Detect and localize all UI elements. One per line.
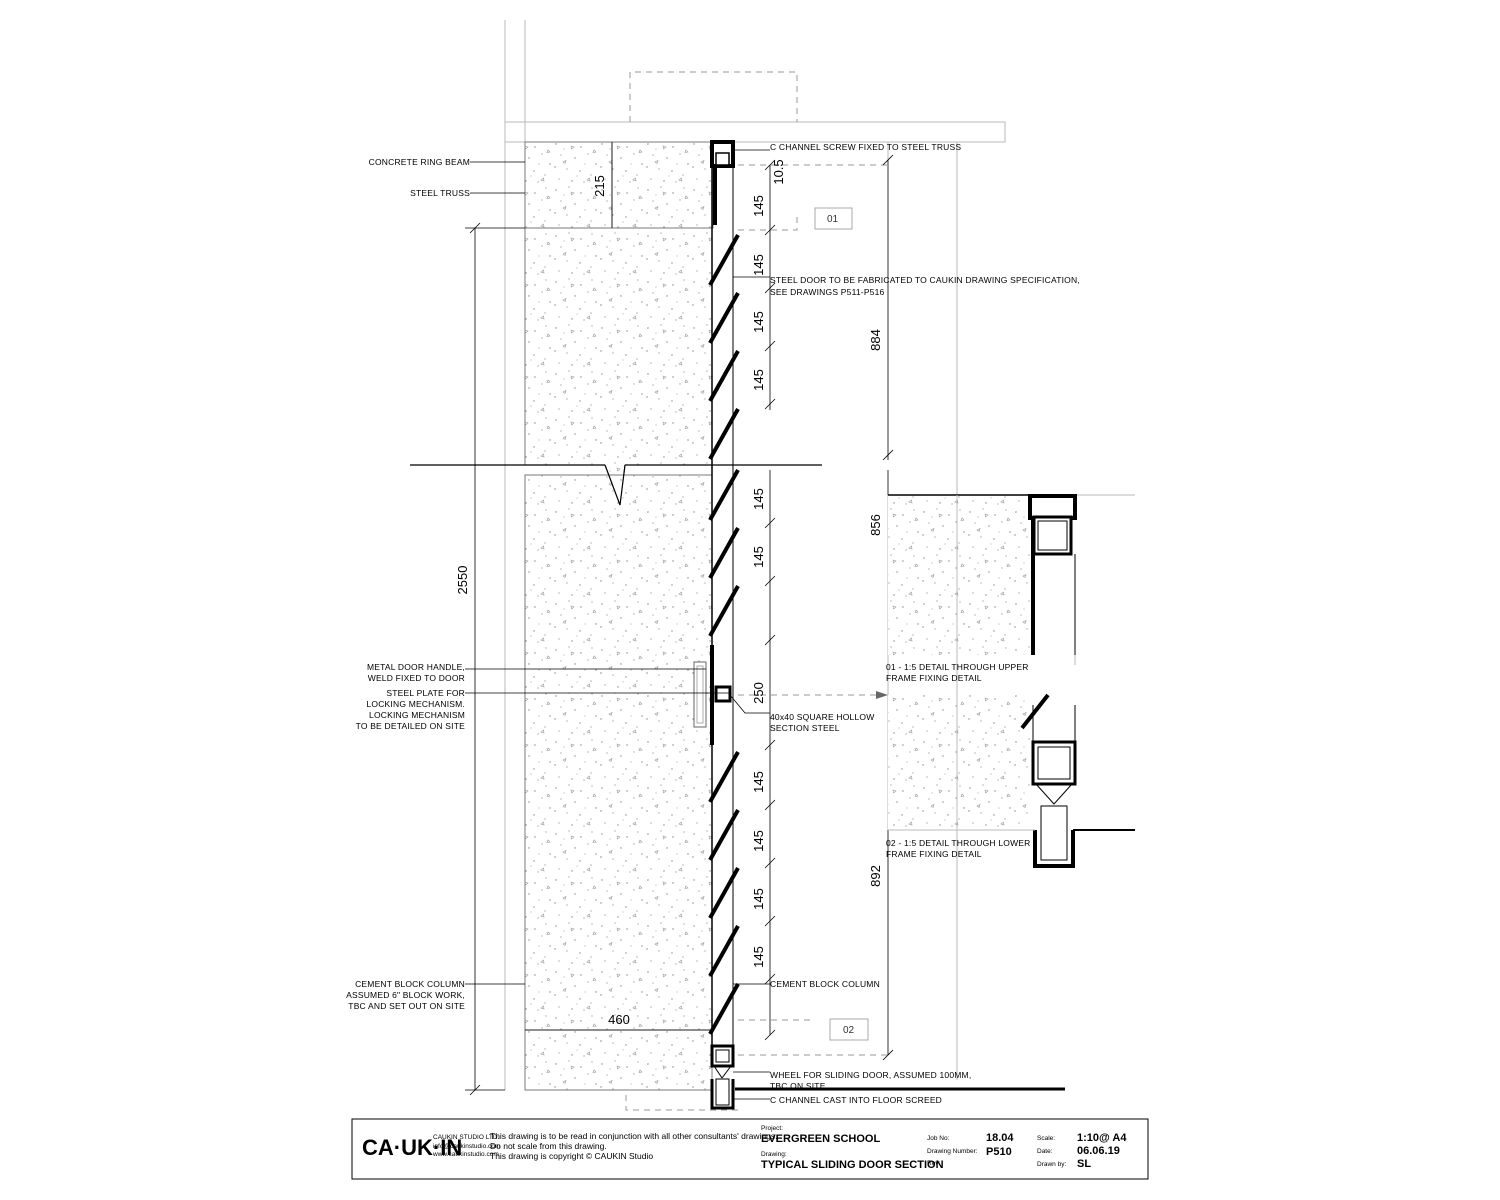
tag-01: 01 — [827, 214, 839, 225]
label-steel-truss: STEEL TRUSS — [410, 188, 470, 198]
label-column-left-2: ASSUMED 6" BLOCK WORK, — [346, 990, 465, 1000]
dim-460: 460 — [608, 1012, 630, 1027]
scale-label: Scale: — [1037, 1135, 1055, 1142]
dim-145: 145 — [751, 946, 766, 968]
note-1: This drawing is to be read in conjunctio… — [490, 1131, 777, 1141]
tag-02: 02 — [843, 1025, 855, 1036]
company-web: www.caukinstudio.com — [432, 1151, 499, 1158]
dim-2550: 2550 — [455, 566, 470, 595]
project-label: Project: — [761, 1125, 783, 1132]
label-detail-01-2: FRAME FIXING DETAIL — [886, 673, 982, 683]
top-c-channel — [710, 140, 735, 225]
note-2: Do not scale from this drawing. — [490, 1141, 607, 1151]
label-detail-02-1: 02 - 1:5 DETAIL THROUGH LOWER — [886, 838, 1031, 848]
dim-145: 145 — [751, 254, 766, 276]
label-plate-2: LOCKING MECHANISM. — [366, 699, 465, 709]
date-value: 06.06.19 — [1077, 1145, 1120, 1157]
note-3: This drawing is copyright © CAUKIN Studi… — [490, 1151, 653, 1161]
label-plate-3: LOCKING MECHANISM — [369, 710, 465, 720]
label-wheel-2: TBC ON SITE — [770, 1081, 826, 1091]
drawn-value: SL — [1077, 1158, 1091, 1170]
drawn-label: Drawn by: — [1037, 1161, 1066, 1168]
label-c-channel-truss: C CHANNEL SCREW FIXED TO STEEL TRUSS — [770, 142, 961, 152]
bottom-c-channel — [710, 1044, 1065, 1110]
job-number: 18.04 — [986, 1132, 1014, 1144]
label-detail-02-2: FRAME FIXING DETAIL — [886, 849, 982, 859]
project-name: EVERGREEN SCHOOL — [761, 1133, 880, 1145]
dim-145: 145 — [751, 369, 766, 391]
label-shs-2: SECTION STEEL — [770, 723, 840, 733]
label-plate-4: TO BE DETAILED ON SITE — [356, 721, 466, 731]
dim-10-5: 10.5 — [771, 159, 786, 184]
scale-value: 1:10@ A4 — [1077, 1132, 1127, 1144]
detail-02 — [888, 693, 1135, 868]
label-handle-2: WELD FIXED TO DOOR — [368, 673, 465, 683]
label-column-left-3: TBC AND SET OUT ON SITE — [348, 1001, 465, 1011]
drawing-title: TYPICAL SLIDING DOOR SECTION — [761, 1159, 944, 1171]
title-block: CA·UK·IN CAUKIN STUDIO LTD. info@caukins… — [351, 1118, 1149, 1180]
tag-02-box — [829, 1018, 869, 1041]
dim-892: 892 — [868, 865, 883, 887]
dim-145: 145 — [751, 830, 766, 852]
drawing-number-label: Drawing Number: — [927, 1148, 978, 1155]
dim-250: 250 — [751, 682, 766, 704]
dim-145: 145 — [751, 546, 766, 568]
drawing-label: Drawing: — [761, 1151, 787, 1158]
label-column-left-1: CEMENT BLOCK COLUMN — [355, 979, 465, 989]
company-name: CAUKIN STUDIO LTD. — [433, 1134, 500, 1141]
dim-215: 215 — [592, 175, 607, 197]
label-steel-door-2: SEE DRAWINGS P511-P516 — [770, 287, 885, 297]
door-handle — [693, 645, 732, 745]
drawing-number: P510 — [986, 1146, 1012, 1158]
dim-145: 145 — [751, 195, 766, 217]
company-logo: CA·UK·IN — [362, 1135, 462, 1160]
company-email: info@caukinstudio.com — [433, 1143, 500, 1150]
label-plate-1: STEEL PLATE FOR — [386, 688, 465, 698]
label-handle-1: METAL DOOR HANDLE, — [367, 662, 465, 672]
label-concrete-ring-beam: CONCRETE RING BEAM — [369, 157, 470, 167]
dim-884: 884 — [868, 329, 883, 351]
date-label: Date: — [1037, 1148, 1053, 1155]
label-shs-1: 40x40 SQUARE HOLLOW — [770, 712, 874, 722]
dim-145: 145 — [751, 771, 766, 793]
dim-145: 145 — [751, 311, 766, 333]
label-column-right: CEMENT BLOCK COLUMN — [770, 979, 880, 989]
label-steel-door-1: STEEL DOOR TO BE FABRICATED TO CAUKIN DR… — [770, 275, 1080, 285]
detail-01 — [888, 494, 1077, 655]
label-c-channel-floor: C CHANNEL CAST INTO FLOOR SCREED — [770, 1095, 942, 1105]
label-wheel-1: WHEEL FOR SLIDING DOOR, ASSUMED 100MM, — [770, 1070, 971, 1080]
label-detail-01-1: 01 - 1:5 DETAIL THROUGH UPPER — [886, 662, 1029, 672]
dim-856: 856 — [868, 514, 883, 536]
job-label: Job No: — [927, 1135, 950, 1142]
dim-145: 145 — [751, 488, 766, 510]
tag-01-box — [814, 207, 853, 230]
dim-145: 145 — [751, 888, 766, 910]
rev-label: Rev: — [927, 1160, 941, 1167]
